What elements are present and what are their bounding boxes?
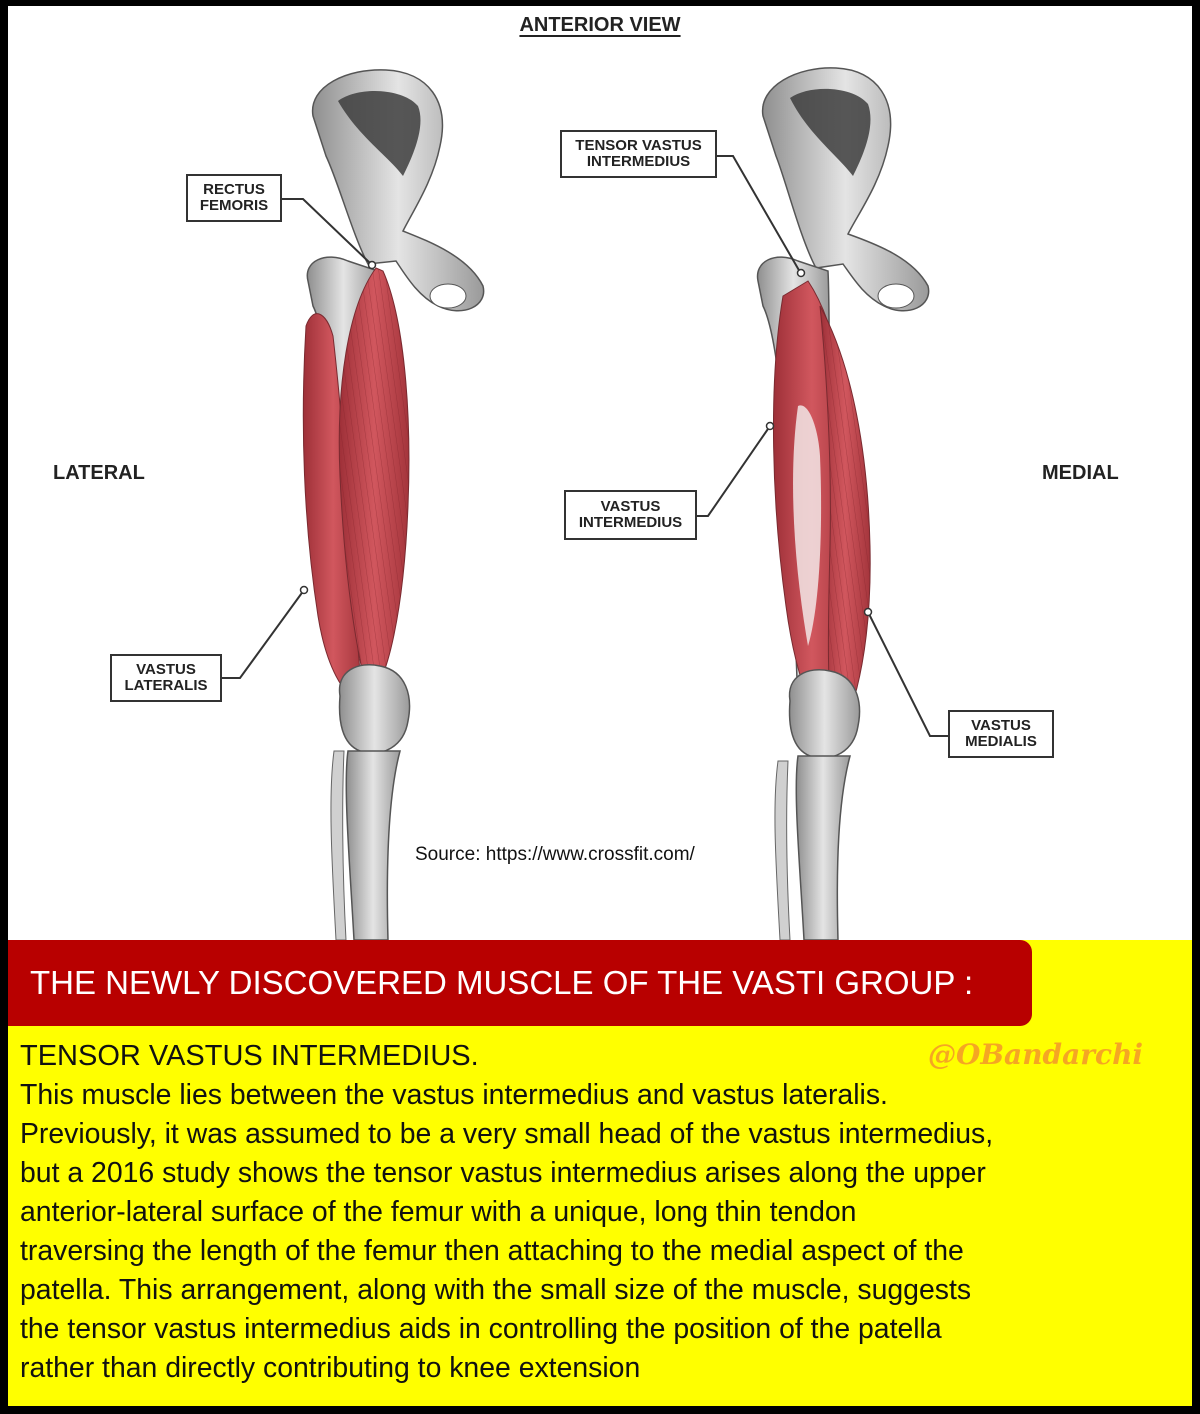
info-panel: THE NEWLY DISCOVERED MUSCLE OF THE VASTI… [8, 940, 1192, 1406]
description-line: Previously, it was assumed to be a very … [20, 1115, 1184, 1154]
left-leg [303, 70, 483, 940]
leader-vastus-intermedius [696, 426, 770, 516]
medial-label: MEDIAL [1042, 462, 1119, 485]
description-line: traversing the length of the femur then … [20, 1232, 1184, 1271]
leader-vastus-medialis [868, 612, 948, 736]
source-credit: Source: https://www.crossfit.com/ [415, 844, 695, 866]
leader-vastus-lateralis [222, 590, 304, 678]
description-line: the tensor vastus intermedius aids in co… [20, 1310, 1184, 1349]
description-line: but a 2016 study shows the tensor vastus… [20, 1154, 1184, 1193]
description-line: This muscle lies between the vastus inte… [20, 1076, 1184, 1115]
author-handle: @OBandarchi [928, 1038, 1143, 1071]
left-fibula [331, 751, 346, 940]
left-knee [340, 665, 410, 753]
muscle-name: TENSOR VASTUS INTERMEDIUS. [20, 1040, 479, 1073]
right-knee [790, 670, 860, 758]
left-tibia [346, 751, 400, 940]
description-line: patella. This arrangement, along with th… [20, 1271, 1184, 1310]
right-tibia [796, 756, 850, 940]
headline-text: THE NEWLY DISCOVERED MUSCLE OF THE VASTI… [30, 964, 973, 1002]
description-line: rather than directly contributing to kne… [20, 1349, 1184, 1388]
right-leg [758, 68, 929, 940]
description-text: This muscle lies between the vastus inte… [20, 1076, 1184, 1388]
description-line: anterior-lateral surface of the femur wi… [20, 1193, 1184, 1232]
right-fibula [775, 761, 790, 940]
headline-banner: THE NEWLY DISCOVERED MUSCLE OF THE VASTI… [8, 940, 1032, 1026]
diagram-title: ANTERIOR VIEW [8, 14, 1192, 37]
lateral-label: LATERAL [53, 462, 145, 485]
